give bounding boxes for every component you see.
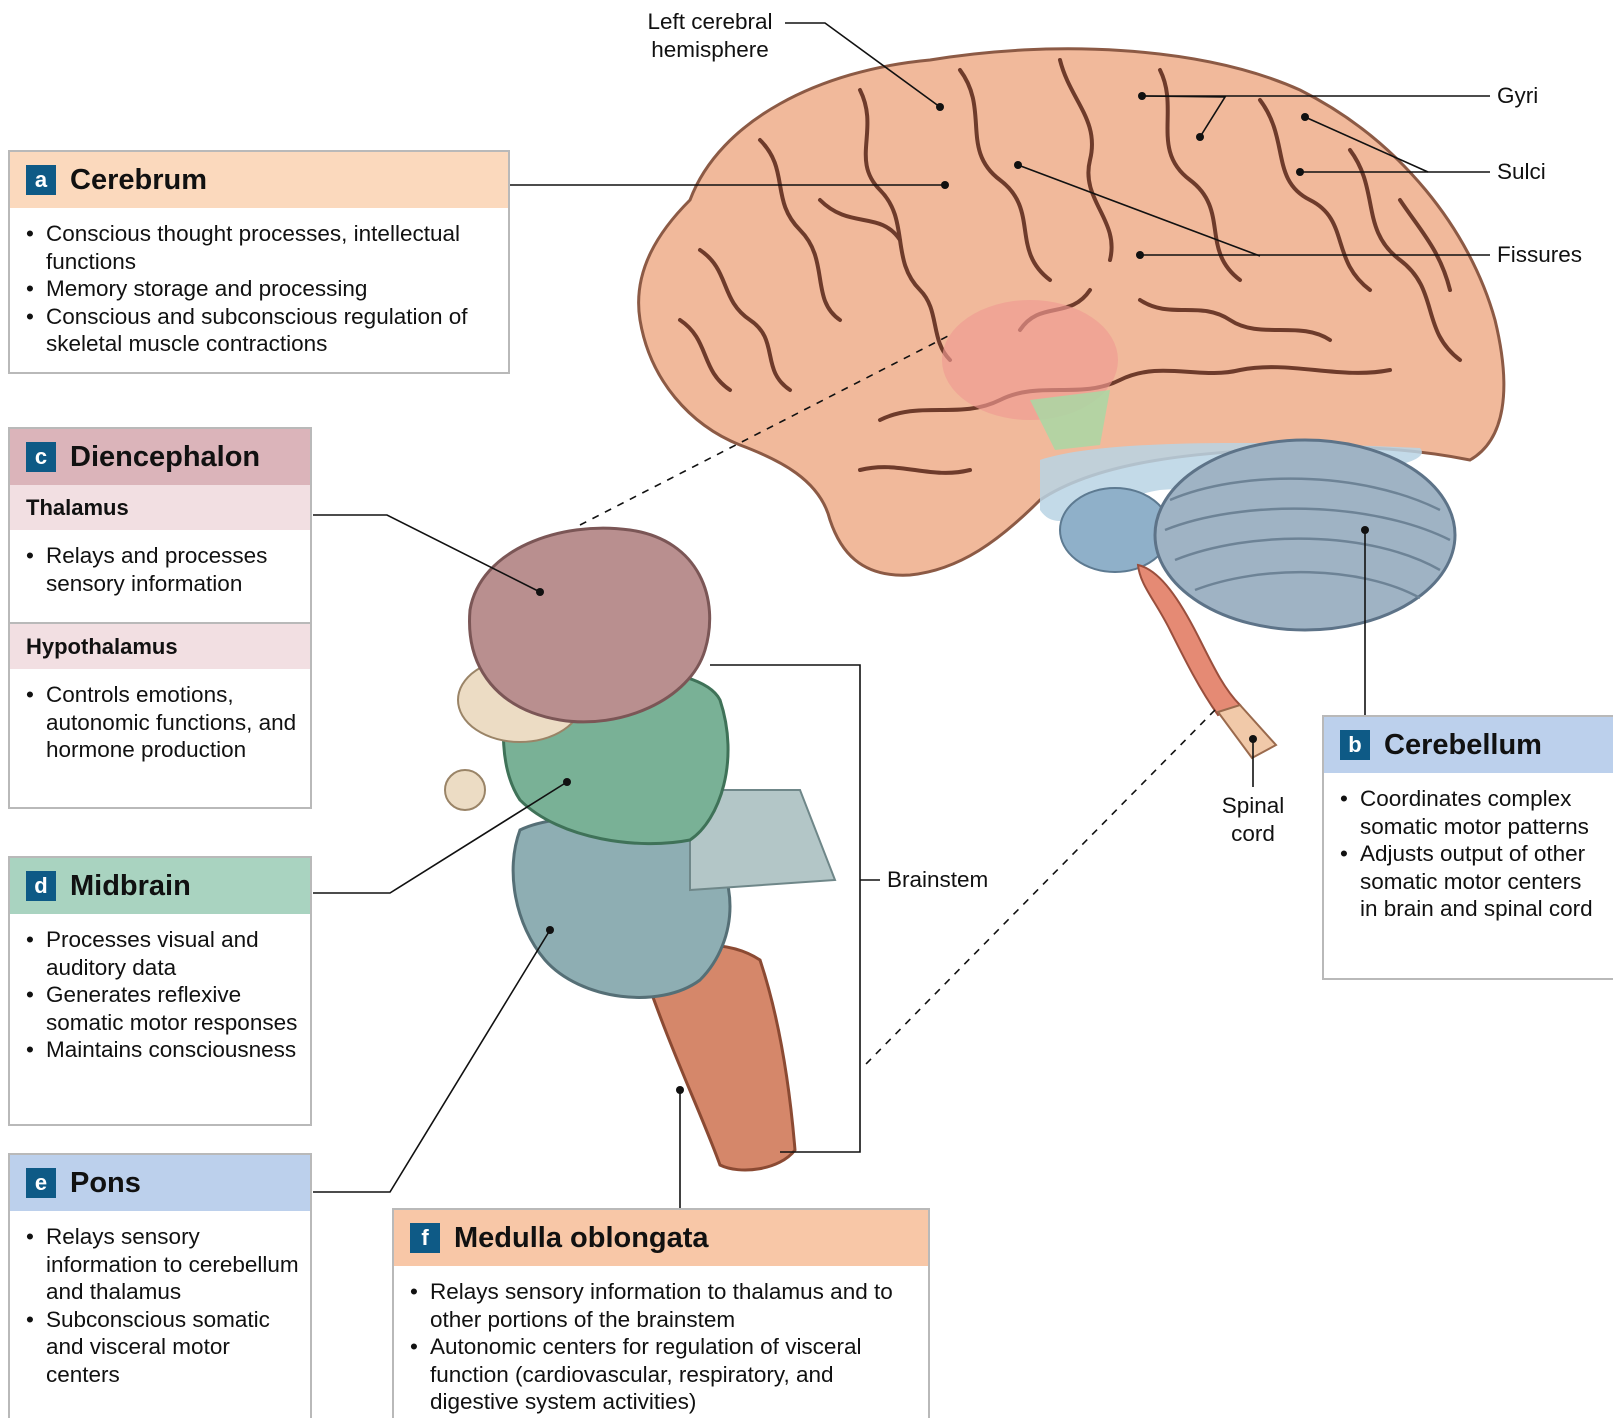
diencephalon-box: c Diencephalon Thalamus Relays and proce… xyxy=(8,427,312,809)
thalamus-subheader: Thalamus xyxy=(10,485,310,530)
pons-list: Relays sensory information to cerebellum… xyxy=(10,1211,310,1396)
cerebrum-box: a Cerebrum Conscious thought processes, … xyxy=(8,150,510,374)
midbrain-list: Processes visual and auditory data Gener… xyxy=(10,914,310,1072)
pituitary-enlarged xyxy=(445,770,485,810)
cerebellum-header: b Cerebellum xyxy=(1324,717,1613,773)
cerebrum-list: Conscious thought processes, intellectua… xyxy=(10,208,508,366)
cerebrum-item: Memory storage and processing xyxy=(26,275,498,303)
pons-title: Pons xyxy=(70,1167,141,1200)
left-hemisphere-label-line1: Left cerebral xyxy=(635,8,785,36)
hypothalamus-subheader: Hypothalamus xyxy=(10,624,310,669)
cerebrum-item: Conscious and subconscious regulation of… xyxy=(26,303,498,358)
midbrain-letter-badge: d xyxy=(26,871,56,901)
brainstem-label: Brainstem xyxy=(887,866,988,894)
pons-item: Subconscious somatic and visceral motor … xyxy=(26,1306,300,1389)
cerebellum-item: Coordinates complex somatic motor patter… xyxy=(1340,785,1603,840)
cerebrum-header: a Cerebrum xyxy=(10,152,508,208)
whole-brain-drawing xyxy=(639,49,1504,758)
medulla-title: Medulla oblongata xyxy=(454,1222,709,1255)
spinal-cord-drawing xyxy=(1218,705,1276,758)
pons-header: e Pons xyxy=(10,1155,310,1211)
cerebellum-drawing xyxy=(1155,440,1455,630)
spinal-cord-label-line2: cord xyxy=(1210,820,1296,848)
cerebellum-title: Cerebellum xyxy=(1384,729,1542,762)
brainstem-drawing xyxy=(445,528,835,1170)
medulla-item: Relays sensory information to thalamus a… xyxy=(410,1278,918,1333)
spinal-cord-label: Spinal cord xyxy=(1210,792,1296,848)
cerebrum-letter-badge: a xyxy=(26,165,56,195)
thalamus-item: Relays and processes sensory information xyxy=(26,542,300,597)
midbrain-header: d Midbrain xyxy=(10,858,310,914)
midbrain-box: d Midbrain Processes visual and auditory… xyxy=(8,856,312,1126)
cerebellum-item: Adjusts output of other somatic motor ce… xyxy=(1340,840,1603,923)
cerebrum-item: Conscious thought processes, intellectua… xyxy=(26,220,498,275)
pons-drawing xyxy=(1060,488,1170,572)
cerebellum-letter-badge: b xyxy=(1340,730,1370,760)
hypothalamus-list: Controls emotions, autonomic functions, … xyxy=(10,669,310,772)
pons-letter-badge: e xyxy=(26,1168,56,1198)
medulla-item: Autonomic centers for regulation of visc… xyxy=(410,1333,918,1416)
thalamus-enlarged xyxy=(470,528,710,722)
midbrain-item: Maintains consciousness xyxy=(26,1036,300,1064)
midbrain-item: Processes visual and auditory data xyxy=(26,926,300,981)
left-hemisphere-label-line2: hemisphere xyxy=(635,36,785,64)
thalamus-list: Relays and processes sensory information xyxy=(10,530,310,622)
cerebellum-box: b Cerebellum Coordinates complex somatic… xyxy=(1322,715,1613,980)
sulci-label: Sulci xyxy=(1497,158,1546,186)
pons-box: e Pons Relays sensory information to cer… xyxy=(8,1153,312,1418)
midbrain-title: Midbrain xyxy=(70,870,191,903)
medulla-header: f Medulla oblongata xyxy=(394,1210,928,1266)
fissures-label: Fissures xyxy=(1497,241,1582,269)
medulla-box: f Medulla oblongata Relays sensory infor… xyxy=(392,1208,930,1418)
hypothalamus-item: Controls emotions, autonomic functions, … xyxy=(26,681,300,764)
spinal-cord-label-line1: Spinal xyxy=(1210,792,1296,820)
diencephalon-header: c Diencephalon xyxy=(10,429,310,485)
gyri-label: Gyri xyxy=(1497,82,1538,110)
diencephalon-title: Diencephalon xyxy=(70,441,260,474)
diencephalon-letter-badge: c xyxy=(26,442,56,472)
pons-item: Relays sensory information to cerebellum… xyxy=(26,1223,300,1306)
cerebrum-title: Cerebrum xyxy=(70,164,207,197)
midbrain-item: Generates reflexive somatic motor respon… xyxy=(26,981,300,1036)
left-hemisphere-label: Left cerebral hemisphere xyxy=(635,8,785,64)
cerebellum-list: Coordinates complex somatic motor patter… xyxy=(1324,773,1613,931)
medulla-letter-badge: f xyxy=(410,1223,440,1253)
medulla-list: Relays sensory information to thalamus a… xyxy=(394,1266,928,1424)
